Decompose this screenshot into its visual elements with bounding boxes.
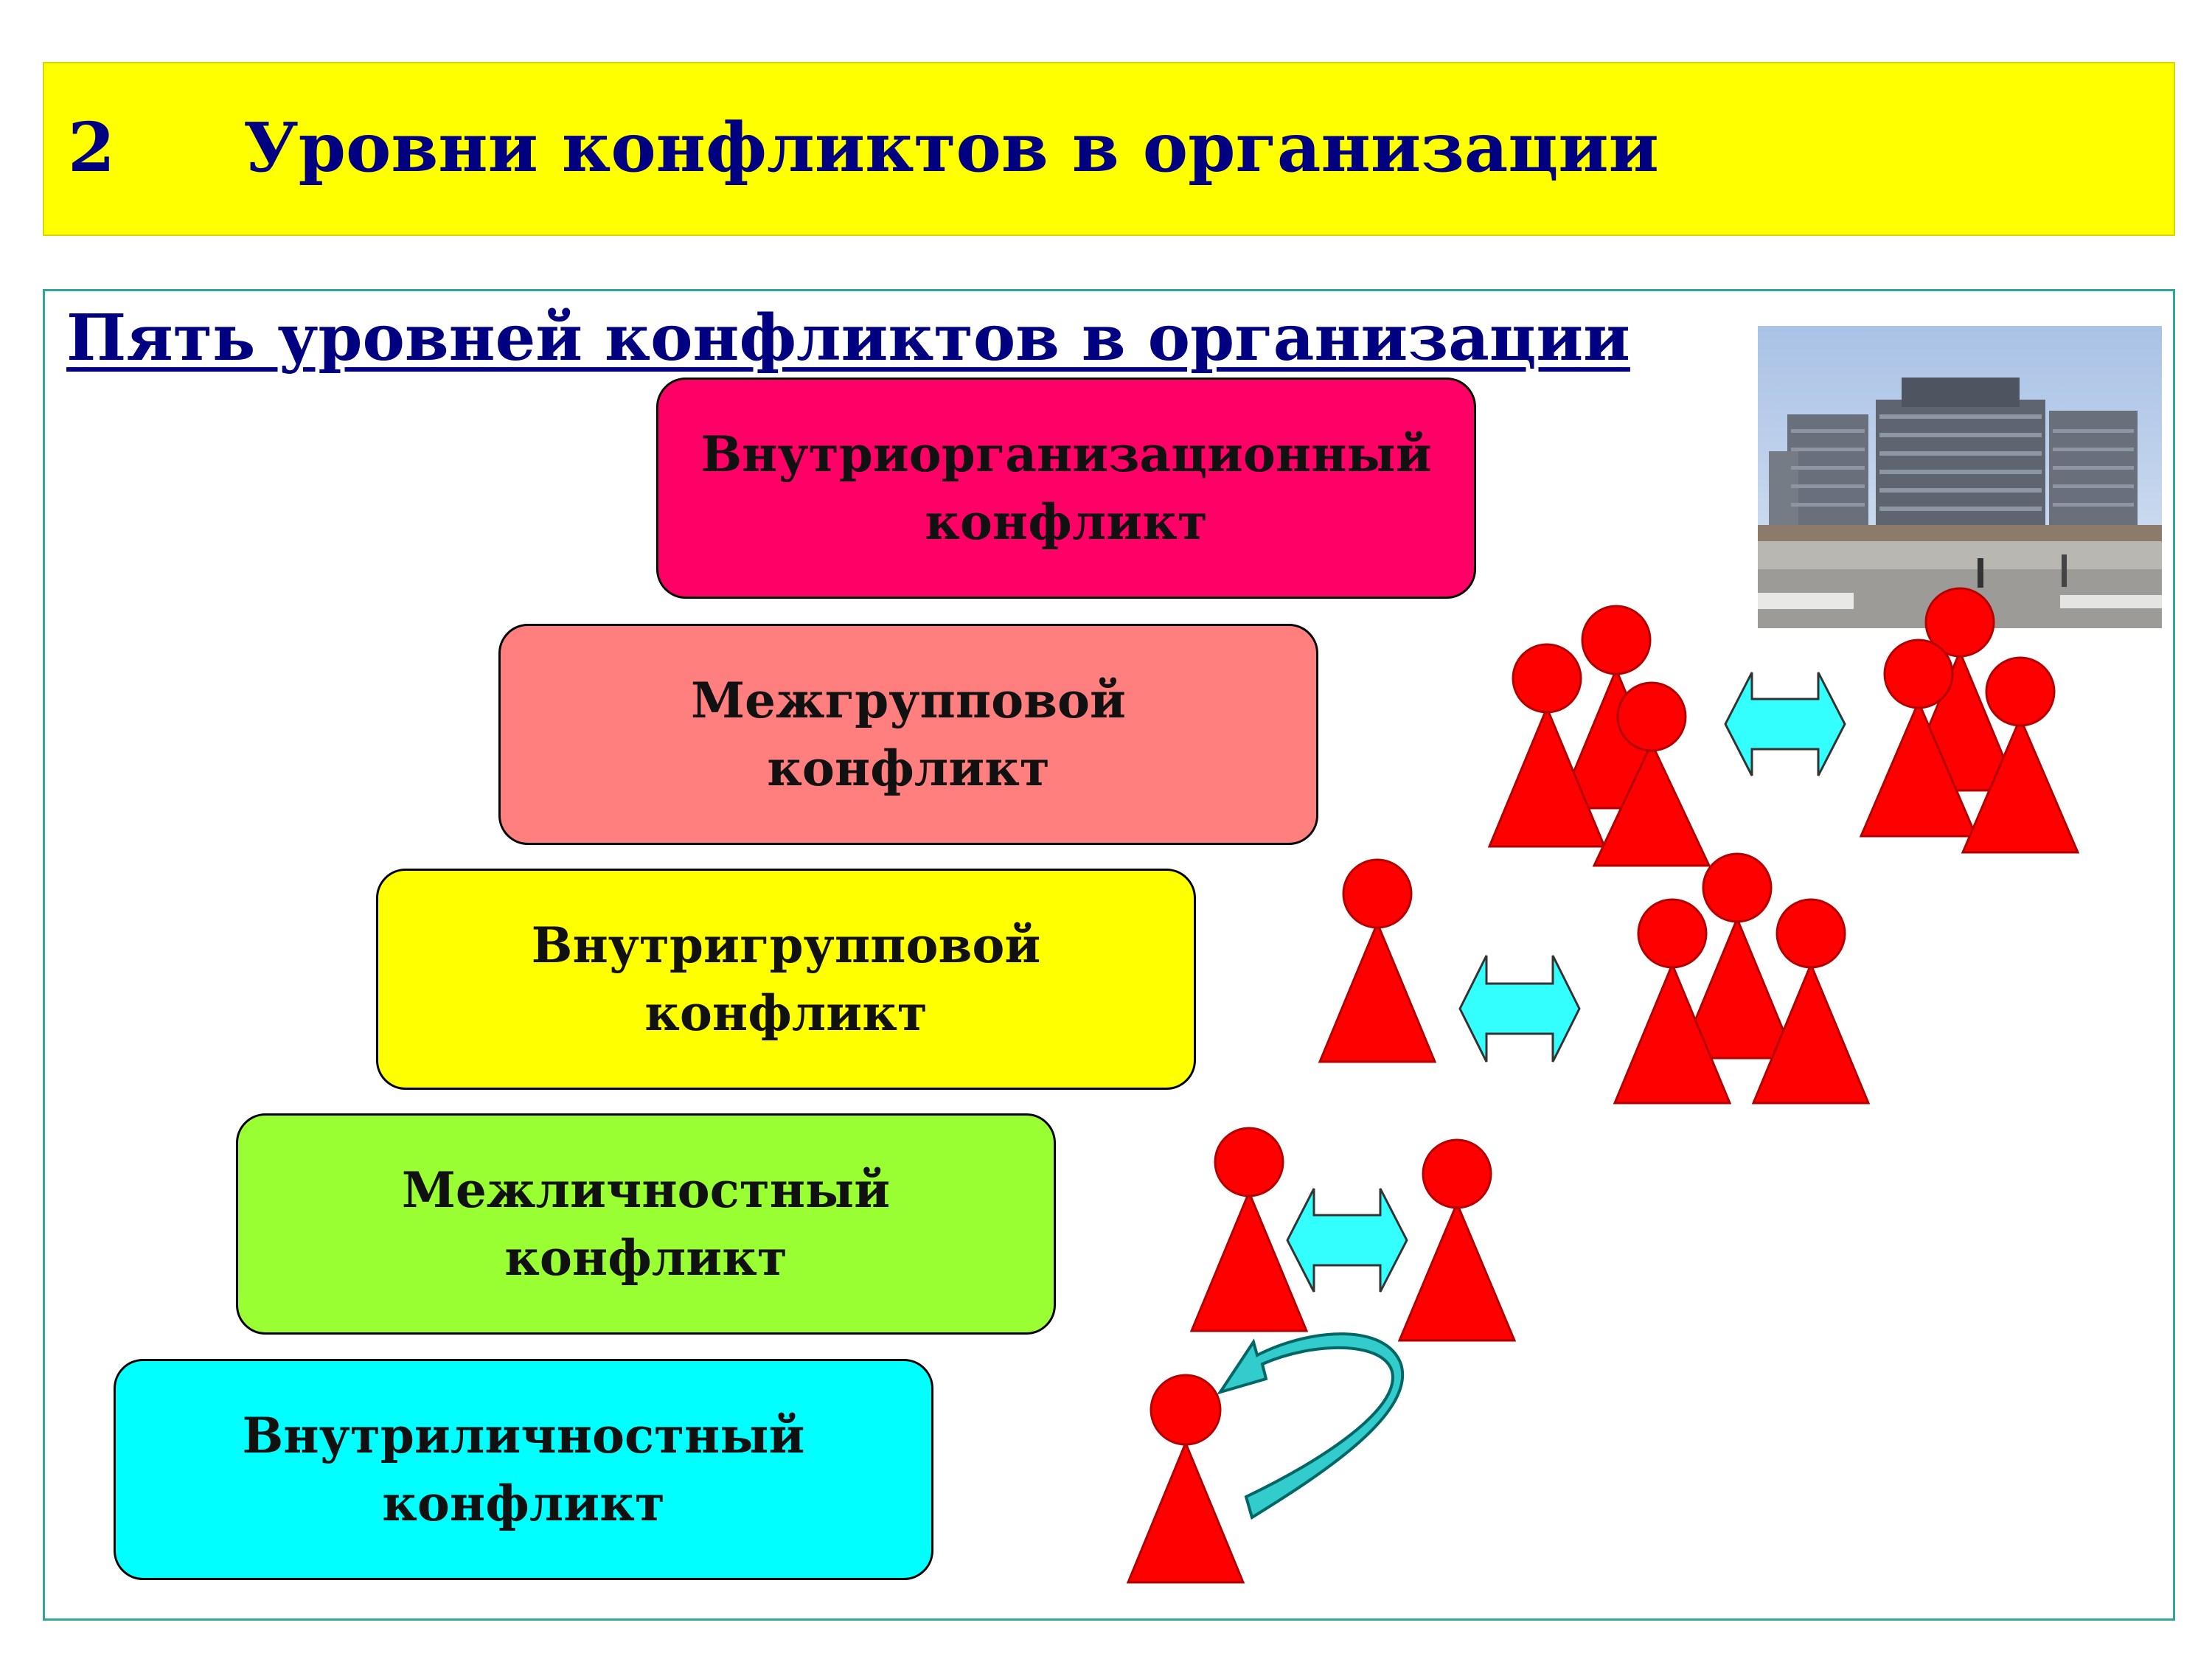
level-intraorganizational-label: Внутриорганизационный: [700, 425, 1432, 483]
person-icon: [1126, 1374, 1245, 1584]
slide-title: Уровни конфликтов в организации: [243, 108, 1659, 187]
level-intrapersonal: Внутриличностный конфликт: [114, 1359, 933, 1580]
person-icon: [1859, 639, 1978, 838]
double-arrow-icon: [1724, 672, 1846, 776]
level-intergroup: Межгрупповой конфликт: [498, 624, 1318, 845]
person-icon: [1318, 858, 1437, 1063]
person-icon: [1487, 643, 1607, 848]
level-intergroup-label: Межгрупповой: [690, 672, 1126, 729]
slide-header: 2 Уровни конфликтов в организации: [43, 62, 2175, 236]
intragroup-group: [1318, 852, 1871, 1105]
level-intragroup-label: Внутригрупповой: [531, 917, 1041, 974]
level-intraorganizational-label-2: конфликт: [925, 493, 1208, 551]
level-intergroup-label-2: конфликт: [767, 740, 1050, 797]
level-intrapersonal-label: Внутриличностный: [242, 1407, 805, 1464]
person-icon: [1189, 1127, 1309, 1332]
person-icon: [1397, 1138, 1517, 1342]
level-intraorganizational: Внутриорганизационный конфликт: [656, 378, 1476, 599]
level-intragroup: Внутригрупповой конфликт: [376, 869, 1196, 1090]
intrapersonal-group: [1126, 1332, 1405, 1584]
person-icon: [1613, 898, 1732, 1105]
section-number: 2: [68, 108, 116, 187]
level-interpersonal-label-2: конфликт: [504, 1229, 787, 1287]
person-icon: [1677, 852, 1797, 1060]
level-intrapersonal-label-2: конфликт: [382, 1475, 665, 1532]
level-intragroup-label-2: конфликт: [644, 984, 928, 1042]
level-interpersonal-label: Межличностный: [401, 1161, 891, 1219]
double-arrow-icon: [1458, 955, 1581, 1062]
person-icon: [1751, 898, 1871, 1105]
person-icon: [1592, 681, 1711, 867]
person-icon: [1961, 656, 2080, 854]
organization-building-photo: [1758, 326, 2162, 628]
level-interpersonal: Межличностный конфликт: [236, 1113, 1056, 1335]
curved-arrow-icon: [1217, 1332, 1405, 1520]
interpersonal-group: [1189, 1127, 1517, 1342]
double-arrow-icon: [1286, 1188, 1408, 1293]
intergroup-group: [1487, 587, 2080, 867]
subtitle: Пять уровней конфликтов в организации: [66, 301, 1630, 375]
